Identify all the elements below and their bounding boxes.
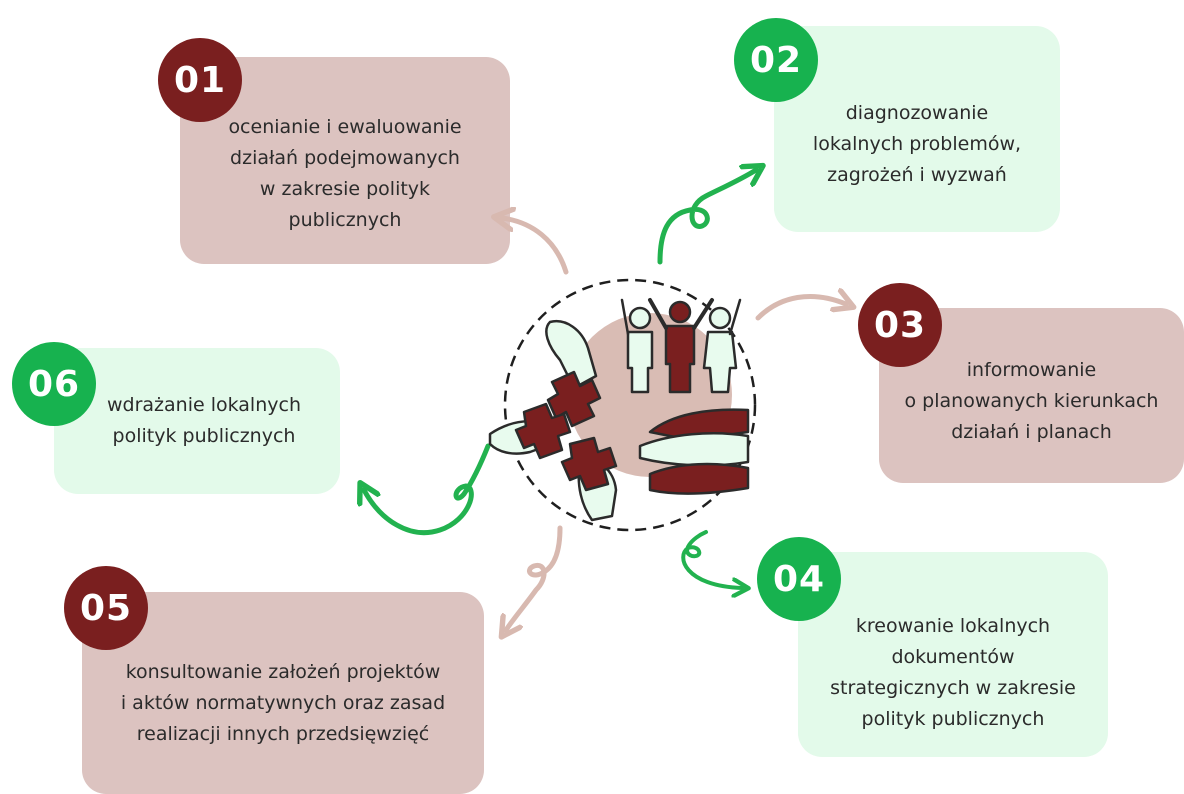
badge-04: 04 [757,537,841,621]
card-06-text: wdrażanie lokalnych polityk publicznych [107,394,301,447]
card-02-text: diagnozowanie lokalnych problemów, zagro… [812,101,1022,186]
card-04-text: kreowanie lokalnych dokumentów strategic… [830,614,1076,730]
card-05-text: konsultowanie założeń projektów i aktów … [120,660,446,745]
center-dashed-ring [503,278,757,532]
arrow-to-02 [657,170,756,265]
badge-06: 06 [12,342,96,426]
badge-01: 01 [158,38,242,122]
arrow-to-05 [506,525,563,630]
arrow-to-01 [502,218,569,275]
badge-05: 05 [64,566,148,650]
card-04: kreowanie lokalnych dokumentów strategic… [798,552,1108,757]
card-02: diagnozowanie lokalnych problemów, zagro… [774,26,1060,232]
hands-with-puzzles [488,319,618,522]
teamwork-hands-puzzle-icon [488,278,757,532]
card-05: konsultowanie założeń projektów i aktów … [82,592,484,794]
card-06: wdrażanie lokalnych polityk publicznych [54,348,340,494]
badge-03: 03 [858,283,942,367]
arrow-to-03 [755,296,846,321]
people-figures [620,298,742,394]
stacked-hands [638,408,750,495]
card-01: ocenianie i ewaluowanie działań podejmow… [180,57,510,264]
arrow-to-06 [364,443,491,536]
card-03-text: informowanie o planowanych kierunkach dz… [904,359,1159,443]
badge-02: 02 [734,18,818,102]
card-01-text: ocenianie i ewaluowanie działań podejmow… [228,115,462,231]
arrow-to-04 [681,530,742,588]
